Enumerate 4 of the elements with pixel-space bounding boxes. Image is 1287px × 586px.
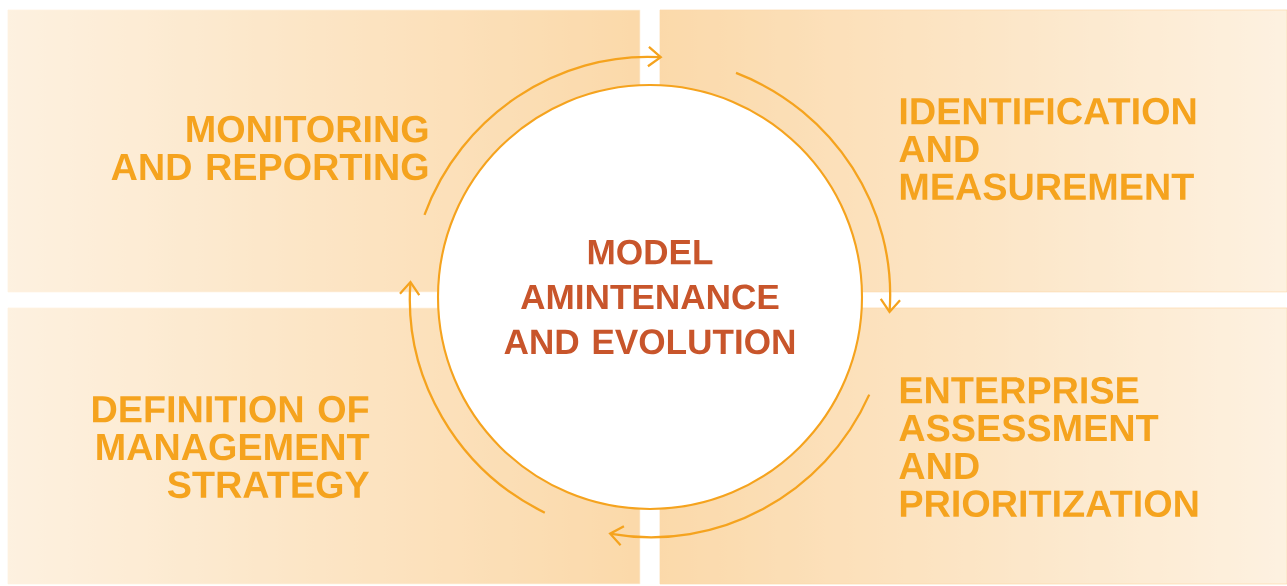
arc-arrow	[608, 394, 871, 547]
arc-arrow	[399, 280, 546, 514]
arc-arrow	[423, 46, 663, 216]
arc-arrow	[735, 71, 901, 314]
